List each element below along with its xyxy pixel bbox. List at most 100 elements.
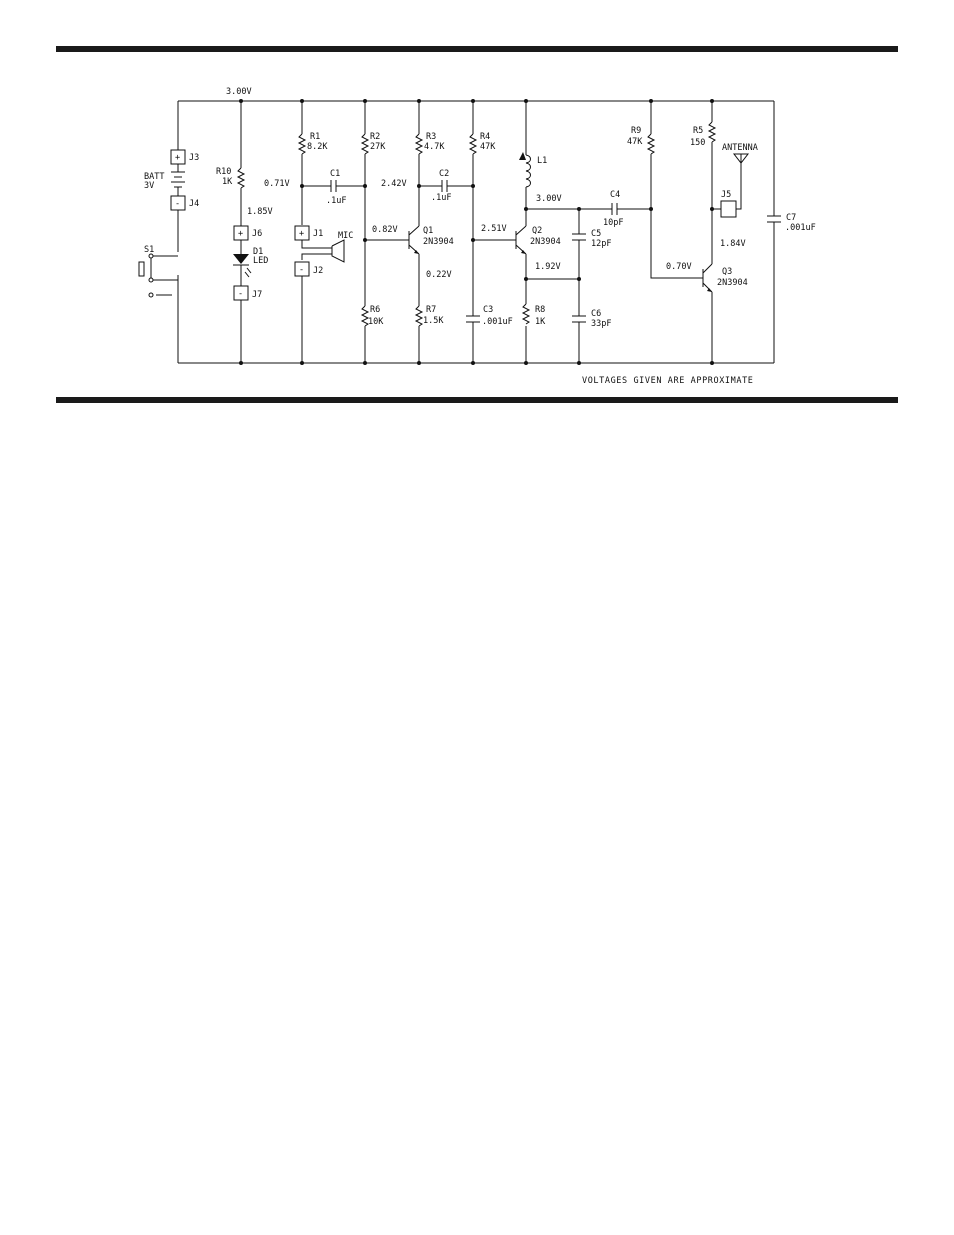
r4-resistor: [468, 133, 478, 155]
c3-capacitor: [466, 315, 480, 323]
r3-resistor: [414, 133, 424, 155]
rail-voltage: 3.00V: [226, 87, 252, 97]
j2-connector: [294, 261, 310, 277]
j7-minus: -: [238, 289, 243, 299]
q3-emitter-arrow-icon: [707, 288, 712, 292]
c7-label: C7: [786, 213, 796, 223]
batt-value: 3V: [144, 181, 154, 191]
c1-capacitor: [302, 180, 365, 192]
c1-value: .1uF: [326, 196, 346, 206]
s1-label: S1: [144, 245, 154, 255]
r2-label: R2: [370, 132, 380, 142]
c2-label: C2: [439, 169, 449, 179]
q3-label: Q3: [722, 267, 732, 277]
q1-collector-voltage: 2.42V: [381, 179, 407, 189]
antenna-icon: [732, 153, 750, 210]
j4-connector: [170, 195, 186, 211]
r1-label: R1: [310, 132, 320, 142]
r4-label: R4: [480, 132, 490, 142]
c2-r4-junction: [471, 184, 475, 188]
c3-label: C3: [483, 305, 493, 315]
j3-connector: [170, 149, 186, 165]
q2-base-voltage: 2.51V: [481, 224, 507, 234]
j7-connector: [233, 285, 249, 301]
d1-label: D1: [253, 247, 263, 257]
q1-transistor: [365, 225, 420, 255]
r10-label: R10: [216, 167, 231, 177]
c4-r9-junction: [649, 207, 653, 211]
q3-transistor: [702, 263, 713, 293]
c1-r2-junction: [363, 184, 367, 188]
bottom-rule: [56, 397, 898, 403]
l1-label: L1: [537, 156, 547, 166]
q2-transistor: [473, 225, 527, 255]
r3-label: R3: [426, 132, 436, 142]
l1-inductor: [525, 154, 531, 188]
j4-minus: -: [175, 199, 180, 209]
c3-value: .001uF: [482, 317, 513, 327]
q1-bias-voltage: 0.71V: [264, 179, 290, 189]
q2-emitter-voltage: 1.92V: [535, 262, 561, 272]
r2-resistor: [360, 133, 370, 155]
r3-value: 4.7K: [424, 142, 445, 152]
r5-value: 150: [690, 138, 705, 148]
r9-resistor: [646, 133, 656, 155]
j5-connector: [720, 200, 737, 218]
r5-resistor: [707, 121, 717, 143]
q3-base-voltage: 0.70V: [666, 262, 692, 272]
c4-label: C4: [610, 190, 620, 200]
c2-value: .1uF: [431, 193, 451, 203]
r1-resistor: [297, 133, 307, 155]
c7-capacitor: [767, 101, 781, 363]
top-rule: [56, 46, 898, 52]
q2-collector-voltage: 3.00V: [536, 194, 562, 204]
transmitter-schematic: 3.00V + J3 BATT 3V - J4 S1 R10 1K 1.85V …: [138, 87, 816, 386]
c4-value: 10pF: [603, 218, 623, 228]
battery-icon: [171, 171, 185, 193]
q1-base-voltage: 0.82V: [372, 225, 398, 235]
r8-label: R8: [535, 305, 545, 315]
led-anode-voltage: 1.85V: [247, 207, 273, 217]
q1-label: Q1: [423, 226, 433, 236]
c6-value: 33pF: [591, 319, 611, 329]
q2-label: Q2: [532, 226, 542, 236]
q1-emitter-voltage: 0.22V: [426, 270, 452, 280]
r9-value: 47K: [627, 137, 643, 147]
j4-label: J4: [189, 199, 199, 209]
antenna-label: ANTENNA: [722, 143, 758, 153]
r7-resistor: [414, 305, 424, 327]
q2-emitter-arrow-icon: [521, 250, 526, 254]
j6-connector: [233, 225, 249, 241]
r10-resistor: [236, 167, 246, 189]
j1-plus: +: [299, 229, 304, 239]
r7-label: R7: [426, 305, 436, 315]
j1-connector: [294, 225, 310, 241]
j3-label: J3: [189, 153, 199, 163]
c6-label: C6: [591, 309, 601, 319]
c5-value: 12pF: [591, 239, 611, 249]
c1-label: C1: [330, 169, 340, 179]
j6-label: J6: [252, 229, 262, 239]
c7-value: .001uF: [785, 223, 816, 233]
r6-label: R6: [370, 305, 380, 315]
r6-value: 10K: [368, 317, 384, 327]
c5-c6-capacitors: [572, 209, 586, 363]
mic-wire: [301, 101, 332, 363]
led-d1-icon: [233, 254, 252, 278]
switch-s1-icon: [138, 253, 178, 298]
r2-value: 27K: [370, 142, 386, 152]
r6-resistor: [360, 305, 370, 327]
r7-value: 1.5K: [423, 316, 444, 326]
r5-label: R5: [693, 126, 703, 136]
r8-resistor: [521, 303, 531, 325]
q3-collector-voltage: 1.84V: [720, 239, 746, 249]
j2-minus: -: [299, 265, 304, 275]
batt-label: BATT: [144, 172, 164, 182]
j5-label: J5: [721, 190, 731, 200]
j6-plus: +: [238, 229, 243, 239]
c4-capacitor: [526, 203, 651, 215]
r9-q3-base-wire: [650, 101, 703, 279]
c2-capacitor: [419, 180, 473, 192]
q2-value: 2N3904: [530, 237, 561, 247]
r4-value: 47K: [480, 142, 496, 152]
